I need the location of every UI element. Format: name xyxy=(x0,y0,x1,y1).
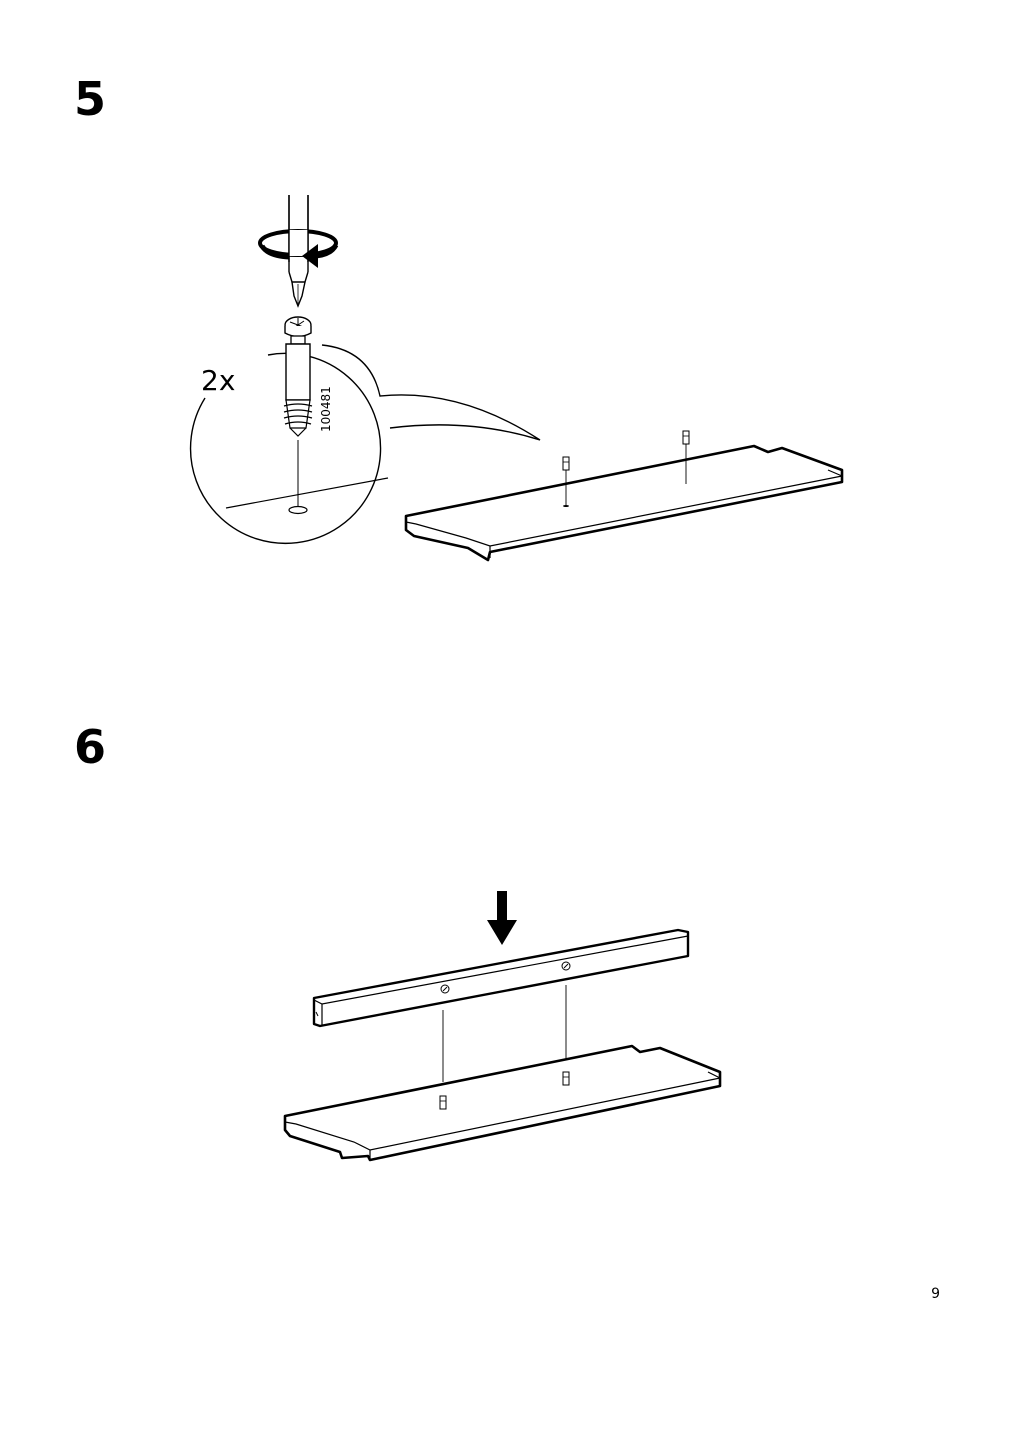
quantity-label: 2x xyxy=(201,364,235,397)
step-5-illustration: 2x 100481 xyxy=(189,195,844,562)
hole-icon xyxy=(561,961,571,971)
dowel-screw-icon xyxy=(283,316,313,437)
dowel-icon xyxy=(562,456,570,507)
shelf-board xyxy=(404,444,844,562)
dowel-icon xyxy=(439,1095,447,1110)
detail-circle xyxy=(189,352,382,545)
rail-board xyxy=(312,928,690,1028)
dowel-icon xyxy=(682,430,690,484)
hole-icon xyxy=(288,505,308,515)
dowel-icon xyxy=(562,1071,570,1086)
page-number: 9 xyxy=(931,1286,940,1302)
part-number-label: 100481 xyxy=(319,386,333,432)
callout-leader xyxy=(321,344,541,441)
detail-board-edge xyxy=(225,477,389,509)
hole-icon xyxy=(440,984,450,994)
down-arrow-icon xyxy=(487,891,517,945)
shelf-board xyxy=(283,1044,722,1162)
rotate-arrow-icon xyxy=(258,195,339,268)
step-5-number: 5 xyxy=(74,72,107,126)
step-6-number: 6 xyxy=(74,720,107,774)
